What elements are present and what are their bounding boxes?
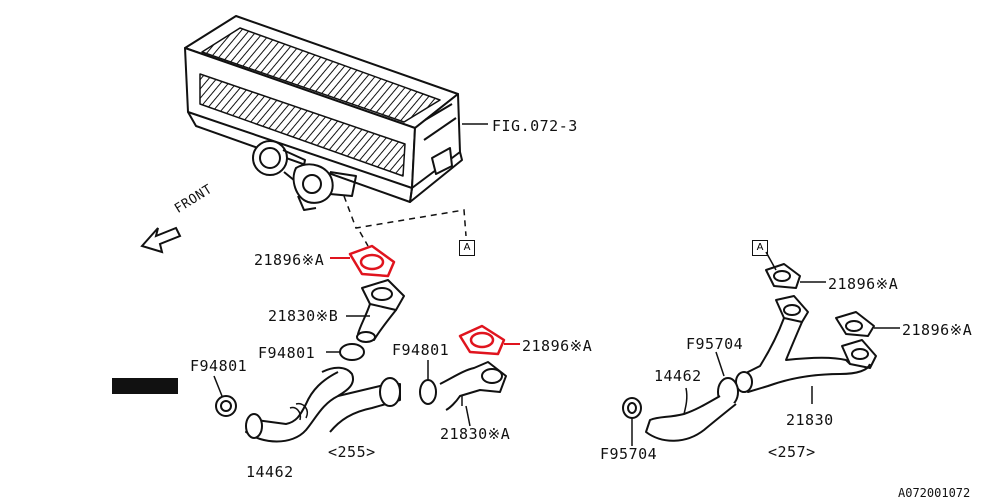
label-variant-right: <257> — [768, 443, 816, 461]
label-clamp-f94801-right: F94801 — [392, 341, 450, 359]
left-assembly — [213, 244, 520, 443]
front-arrow — [140, 226, 182, 254]
label-gasket-upper: 21896※A — [254, 251, 325, 269]
label-fig-ref: FIG.072-3 — [492, 117, 578, 135]
label-hose-left: 14462 — [246, 463, 294, 481]
label-duct-b: 21830※B — [268, 307, 339, 325]
label-clamp-f94801-mid: F94801 — [258, 344, 316, 362]
label-clamp-f95704-bottom: F95704 — [600, 445, 658, 463]
label-duct-a: 21830※A — [440, 425, 511, 443]
label-variant-left: <255> — [328, 443, 376, 461]
label-gasket-lower: 21896※A — [522, 337, 593, 355]
label-hose-right: 14462 — [654, 367, 702, 385]
dashed-leaders — [343, 195, 467, 247]
intercooler — [184, 15, 463, 211]
label-duct-right: 21830 — [786, 411, 834, 429]
gasket-upper-left — [348, 244, 396, 278]
right-assembly — [622, 251, 900, 446]
label-clamp-f94801-left: F94801 — [190, 357, 248, 375]
gasket-lower-left — [458, 324, 506, 356]
callout-box-a-left: A — [459, 240, 475, 256]
drawing-code: A072001072 — [898, 486, 971, 500]
label-gasket-right-top: 21896※A — [828, 275, 899, 293]
redacted-label — [112, 378, 178, 394]
label-gasket-right: 21896※A — [902, 321, 973, 339]
label-clamp-f95704-top: F95704 — [686, 335, 744, 353]
callout-box-a-right: A — [752, 240, 768, 256]
